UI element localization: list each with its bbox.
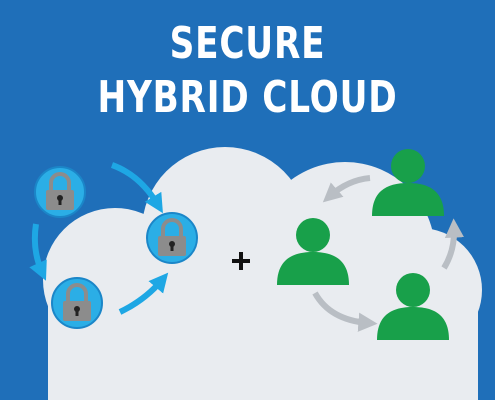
arrow-down-icon (29, 223, 47, 281)
lock-icon (145, 211, 199, 265)
title-line-2: HYBRID CLOUD (97, 72, 398, 123)
arrow-left-icon (322, 175, 371, 203)
lock-icon (33, 165, 87, 219)
title-line-1: SECURE (169, 18, 326, 69)
plus-icon (232, 252, 250, 270)
arrow-up-icon (441, 218, 465, 270)
lock-icon (50, 276, 104, 330)
arrow-down-right-icon (312, 291, 378, 332)
arrow-right-icon (110, 162, 163, 214)
arrow-up-right-icon (118, 272, 169, 315)
